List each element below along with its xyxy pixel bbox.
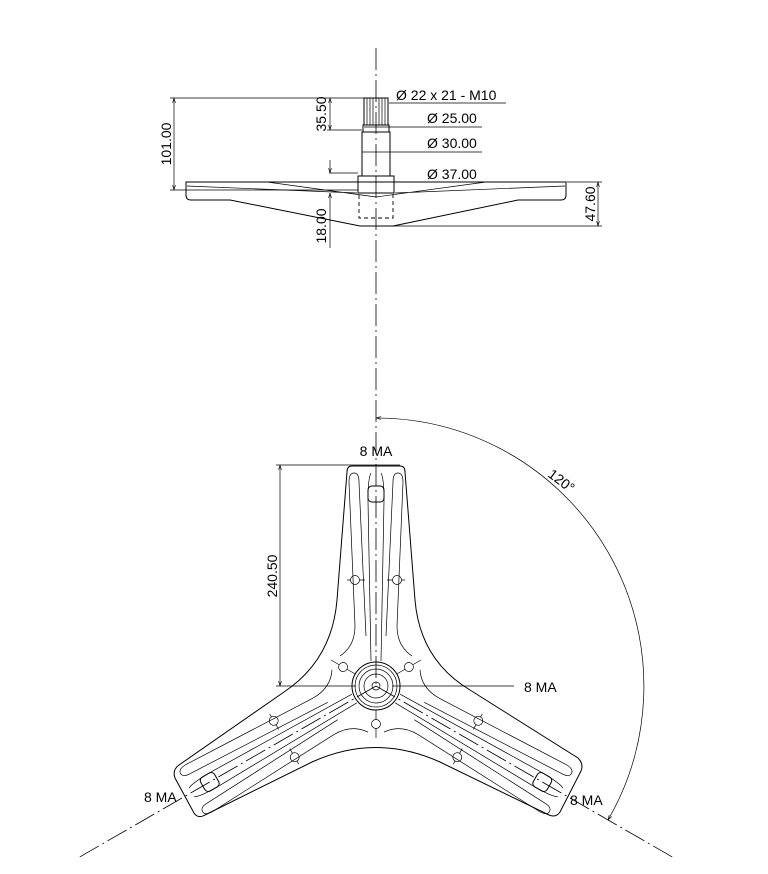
thread-label-top: 8 MA [360,443,393,459]
dimension-total-height: 101.00 [158,97,364,191]
callout-dia-25: Ø 25.00 [364,110,482,128]
callout-dia-25-label: Ø 25.00 [427,110,477,126]
callout-spline-label: Ø 22 x 21 - M10 [396,87,497,103]
dimension-plate-height: 47.60 [393,181,602,227]
dimension-angle: 120° [376,418,645,820]
centerline-left-arm [77,685,377,859]
dimension-arm-length: 240.50 [264,464,400,687]
dim-plate-height-label: 47.60 [582,186,598,221]
top-view: 240.50 120° 8 MA 8 MA 8 MA 8 MA [77,418,675,859]
thread-label-center: 8 MA [524,679,557,695]
callout-dia-30-label: Ø 30.00 [427,135,477,151]
callout-dia-30: Ø 30.00 [362,135,482,153]
dim-spline-length-label: 35.50 [313,96,329,131]
thread-label-right: 8 MA [570,792,603,808]
dim-angle-label: 120° [545,466,578,496]
callout-spline: Ø 22 x 21 - M10 [389,87,506,104]
side-view: 101.00 35.50 18.00 47.60 Ø 22 x 21 - M10 [158,48,602,688]
hidden-boss [358,192,394,219]
dimension-spline-length: 35.50 [313,96,362,132]
callout-dia-37-label: Ø 37.00 [427,166,477,182]
thread-label-left: 8 MA [144,789,177,805]
dim-boss-depth-label: 18.00 [313,208,329,243]
spider-outline [173,465,583,818]
callout-dia-37: Ø 37.00 [394,166,482,183]
dim-arm-length-label: 240.50 [264,554,280,597]
dimension-boss-depth: 18.00 [313,160,358,248]
dim-total-height-label: 101.00 [158,122,174,165]
centerline-right-arm [375,685,675,859]
